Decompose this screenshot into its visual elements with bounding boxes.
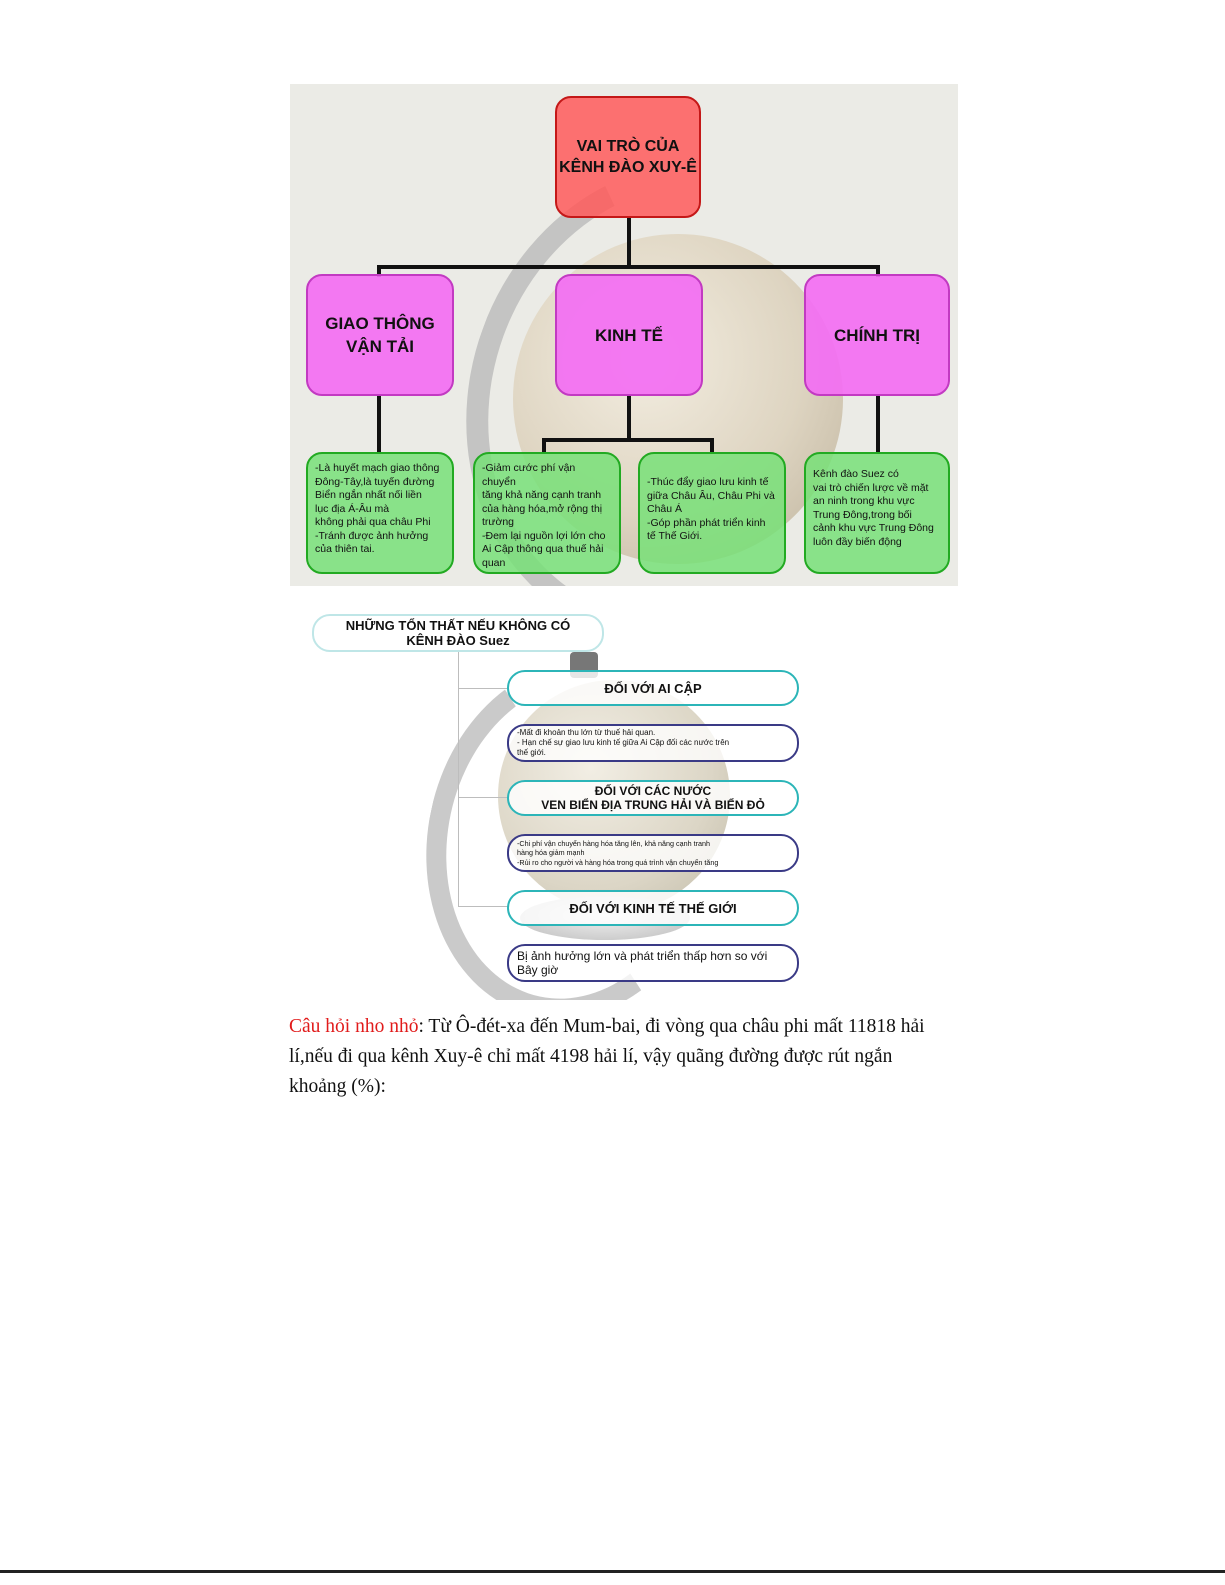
detail-economy-1: -Giảm cước phí vận chuyển tăng khả năng … (473, 452, 621, 574)
connector-mid-bar (542, 438, 714, 442)
connector-left-down (377, 265, 381, 277)
connector-top-bar (377, 265, 880, 269)
connector-mid-right (710, 438, 714, 452)
section-heading-coastal-countries: ĐỐI VỚI CÁC NƯỚC VEN BIỂN ĐỊA TRUNG HẢI … (507, 780, 799, 816)
connector-left-detail (377, 394, 381, 452)
connector-right-down (876, 265, 880, 277)
tree-branch (458, 906, 508, 907)
page-bottom-rule (0, 1570, 1225, 1573)
category-transport: GIAO THÔNG VẬN TẢI (306, 274, 454, 396)
role-diagram: VAI TRÒ CỦA KÊNH ĐÀO XUY-Ê GIAO THÔNG VẬ… (290, 84, 958, 586)
category-economy: KINH TẾ (555, 274, 703, 396)
tree-branch (458, 797, 508, 798)
loss-title: NHỮNG TỔN THẤT NẾU KHÔNG CÓ KÊNH ĐÀO Sue… (312, 614, 604, 652)
connector-right-detail (876, 394, 880, 452)
question-text: : Từ Ô-đét-xa đến Mum-bai, đi vòng qua c… (289, 1016, 925, 1097)
connector-mid-left (542, 438, 546, 452)
section-detail-world-economy: Bị ảnh hưởng lớn và phát triển thấp hơn … (507, 944, 799, 982)
loss-diagram: NHỮNG TỔN THẤT NẾU KHÔNG CÓ KÊNH ĐÀO Sue… (300, 600, 820, 1000)
connector-mid-down (627, 394, 631, 440)
question-label: Câu hỏi nho nhỏ (289, 1016, 419, 1037)
root-node: VAI TRÒ CỦA KÊNH ĐÀO XUY-Ê (555, 96, 701, 218)
section-detail-egypt: -Mất đi khoản thu lớn từ thuế hải quan. … (507, 724, 799, 762)
detail-economy-2: -Thúc đẩy giao lưu kinh tế giữa Châu Âu,… (638, 452, 786, 574)
question-paragraph: Câu hỏi nho nhỏ: Từ Ô-đét-xa đến Mum-bai… (289, 1012, 949, 1102)
category-politics: CHÍNH TRỊ (804, 274, 950, 396)
connector-root-down (627, 218, 631, 268)
section-detail-coastal-countries: -Chi phí vận chuyển hàng hóa tăng lên, k… (507, 834, 799, 872)
tree-branch (458, 688, 508, 689)
tree-line (458, 652, 459, 907)
detail-transport: -Là huyết mạch giao thông Đông-Tây,là tu… (306, 452, 454, 574)
detail-politics: Kênh đào Suez có vai trò chiến lược về m… (804, 452, 950, 574)
section-heading-world-economy: ĐỐI VỚI KINH TẾ THẾ GIỚI (507, 890, 799, 926)
section-heading-egypt: ĐỐI VỚI AI CẬP (507, 670, 799, 706)
